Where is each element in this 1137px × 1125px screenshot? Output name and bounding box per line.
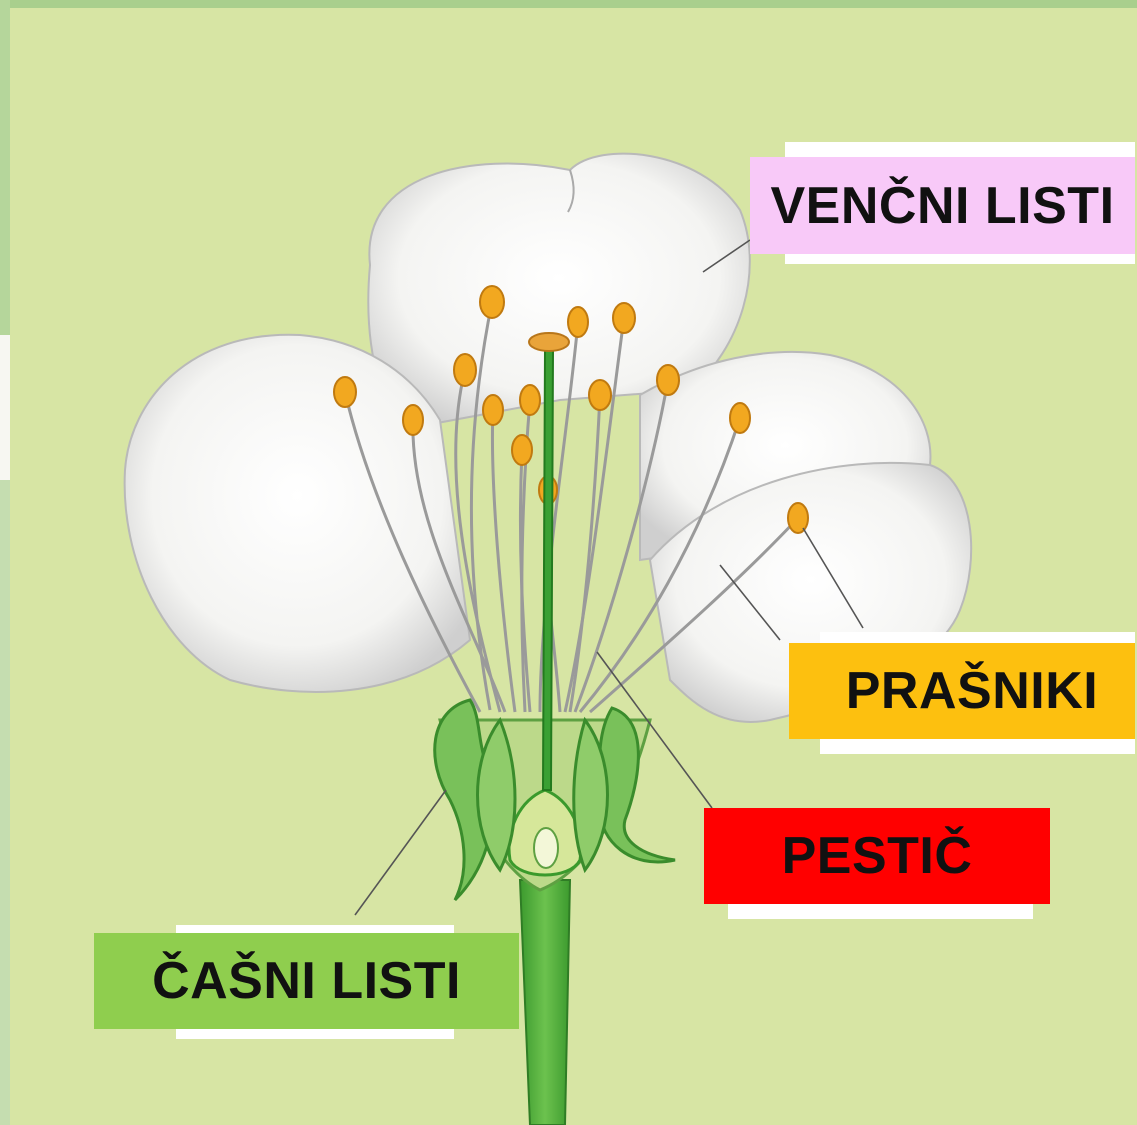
left-border-white — [0, 335, 10, 480]
petals-label: VENČNI LISTI — [750, 157, 1135, 254]
left-border-upper — [0, 0, 10, 335]
stigma — [529, 333, 569, 351]
pistil-label: PESTIČ — [704, 808, 1050, 904]
ovule — [534, 828, 558, 868]
sepals-label: ČAŠNI LISTI — [94, 933, 519, 1029]
top-border — [0, 0, 1137, 8]
left-border-lower — [0, 480, 10, 1125]
stem — [520, 880, 570, 1125]
pistil-style — [543, 350, 553, 790]
anthers-label: PRAŠNIKI — [789, 643, 1135, 739]
